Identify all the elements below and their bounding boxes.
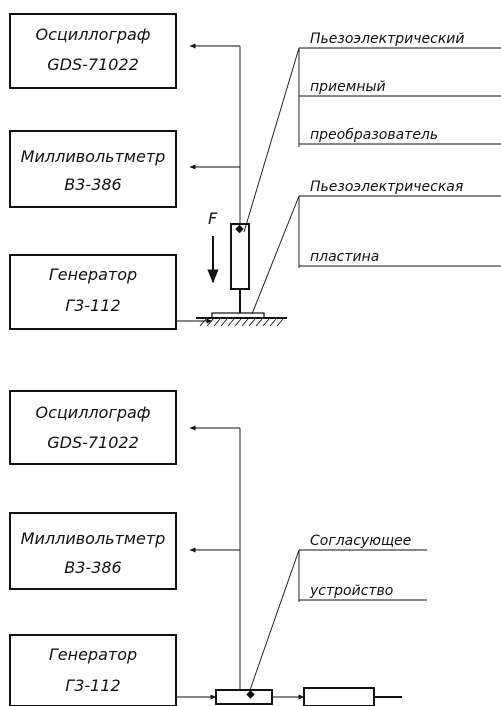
callout-plate-line-2: пластина	[310, 249, 379, 265]
callout-receiver-transducer: Пьезоэлектрический приемный преобразоват…	[243, 31, 501, 233]
matching-device[interactable]	[215, 689, 273, 705]
callout-receiver-line-3: преобразователь	[310, 127, 438, 143]
matching-element-icon	[246, 690, 255, 699]
receiver-transducer[interactable]	[230, 223, 250, 313]
callout-matching-device: Согласующее устройство	[249, 533, 427, 691]
generator-block-2[interactable]: Генератор Г3-112	[9, 634, 177, 706]
oscilloscope-model-2: GDS-71022	[47, 433, 139, 452]
millivoltmeter-block-2[interactable]: Милливольтметр В3-386	[9, 512, 177, 590]
callout-piezo-plate: Пьезоэлектрическая пластина	[251, 179, 501, 315]
transducer-element-icon	[235, 224, 244, 234]
oscilloscope-model: GDS-71022	[47, 55, 139, 74]
force-label: F	[208, 209, 218, 228]
oscilloscope-block-2[interactable]: Осциллограф GDS-71022	[9, 390, 177, 465]
millivoltmeter-label: Милливольтметр	[21, 147, 166, 166]
callout-matching-line-1: Согласующее	[310, 533, 411, 549]
oscilloscope-label-2: Осциллограф	[36, 403, 151, 422]
diagram-1: Осциллограф GDS-71022 Милливольтметр В3-…	[9, 13, 501, 330]
millivoltmeter-model: В3-386	[64, 175, 121, 194]
diagram-2: Осциллограф GDS-71022 Милливольтметр В3-…	[9, 390, 427, 706]
millivoltmeter-block[interactable]: Милливольтметр В3-386	[9, 130, 177, 208]
oscilloscope-label: Осциллограф	[36, 25, 151, 44]
transducer-element-2[interactable]	[303, 687, 375, 706]
generator-model-2: Г3-112	[65, 676, 120, 695]
millivoltmeter-model-2: В3-386	[64, 558, 121, 577]
callout-receiver-line-1: Пьезоэлектрический	[310, 31, 464, 47]
ground-base	[196, 317, 287, 327]
millivoltmeter-label-2: Милливольтметр	[21, 529, 166, 548]
oscilloscope-block[interactable]: Осциллограф GDS-71022	[9, 13, 177, 89]
callout-receiver-line-2: приемный	[310, 79, 386, 95]
generator-model: Г3-112	[65, 296, 120, 315]
generator-label-2: Генератор	[49, 645, 137, 664]
generator-label: Генератор	[49, 265, 137, 284]
callout-matching-line-2: устройство	[309, 583, 393, 599]
callout-plate-line-1: Пьезоэлектрическая	[310, 179, 463, 195]
generator-block[interactable]: Генератор Г3-112	[9, 254, 177, 330]
